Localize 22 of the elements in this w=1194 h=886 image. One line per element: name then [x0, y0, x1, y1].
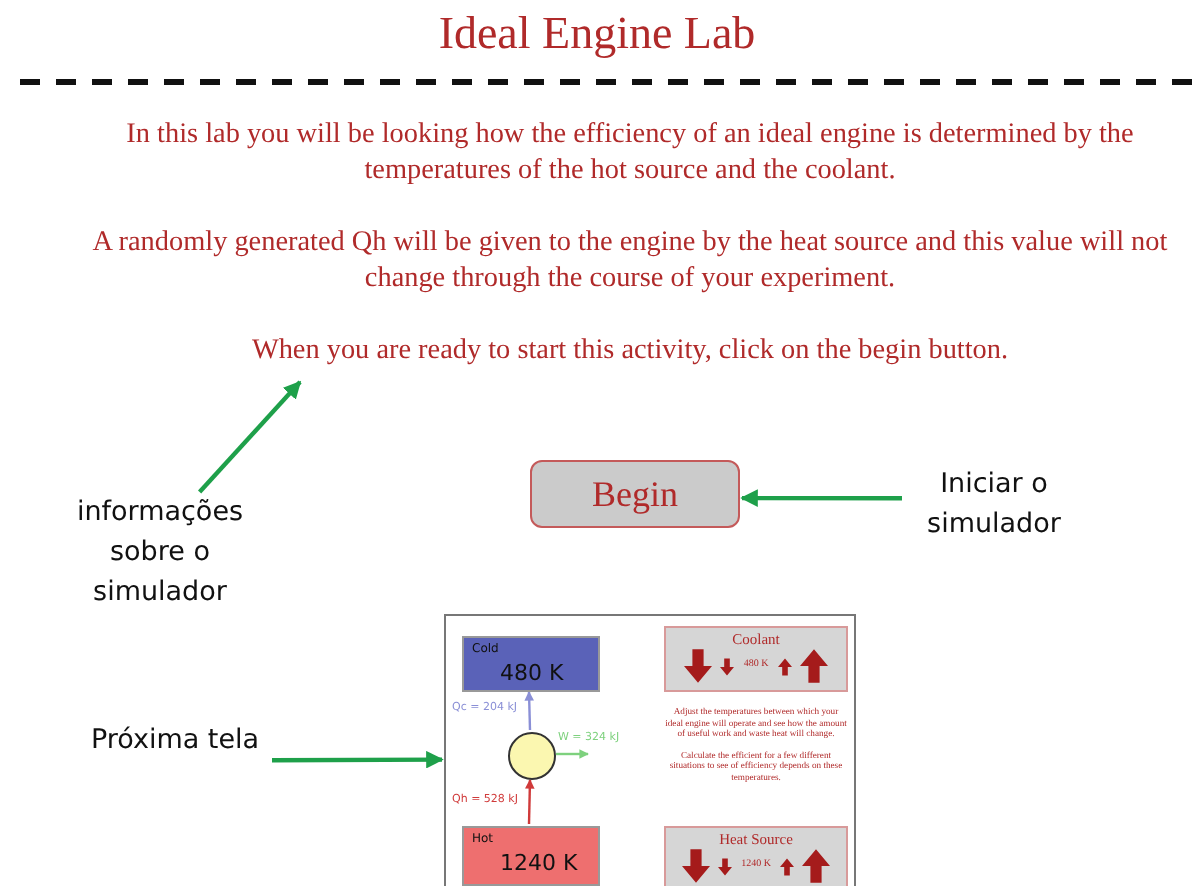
temperature-value: 480 K [500, 660, 564, 686]
paragraph: In this lab you will be looking how the efficiency of an ideal engine is determined by the temperatures of the hot source and the coolant. [124, 116, 1136, 188]
arrow [524, 691, 535, 731]
cold-reservoir-box [462, 636, 600, 692]
screenshot-panel [444, 614, 856, 886]
arrow [272, 750, 444, 769]
temperature-value: 1240 K [500, 850, 578, 876]
arrow [197, 380, 302, 494]
annotation-text: informações sobre o simulador [50, 492, 270, 616]
annotation-text: Iniciar o simulador [904, 464, 1084, 552]
begin-button: Begin [530, 460, 740, 528]
control-panel [664, 626, 848, 692]
engine-circle [508, 732, 556, 780]
arrow [556, 749, 589, 759]
paragraph: When you are ready to start this activity, click on the begin button. [249, 332, 1011, 368]
arrow [740, 489, 902, 507]
paragraph: A randomly generated Qh will be given to the engine by the heat source and this value will not change through the course of your experiment. [90, 224, 1170, 296]
title: Ideal Engine Lab [436, 8, 758, 60]
annotation-text: Próxima tela [80, 720, 270, 804]
control-panel [664, 826, 848, 886]
arrow [525, 779, 535, 825]
hot-reservoir-box [462, 826, 600, 886]
